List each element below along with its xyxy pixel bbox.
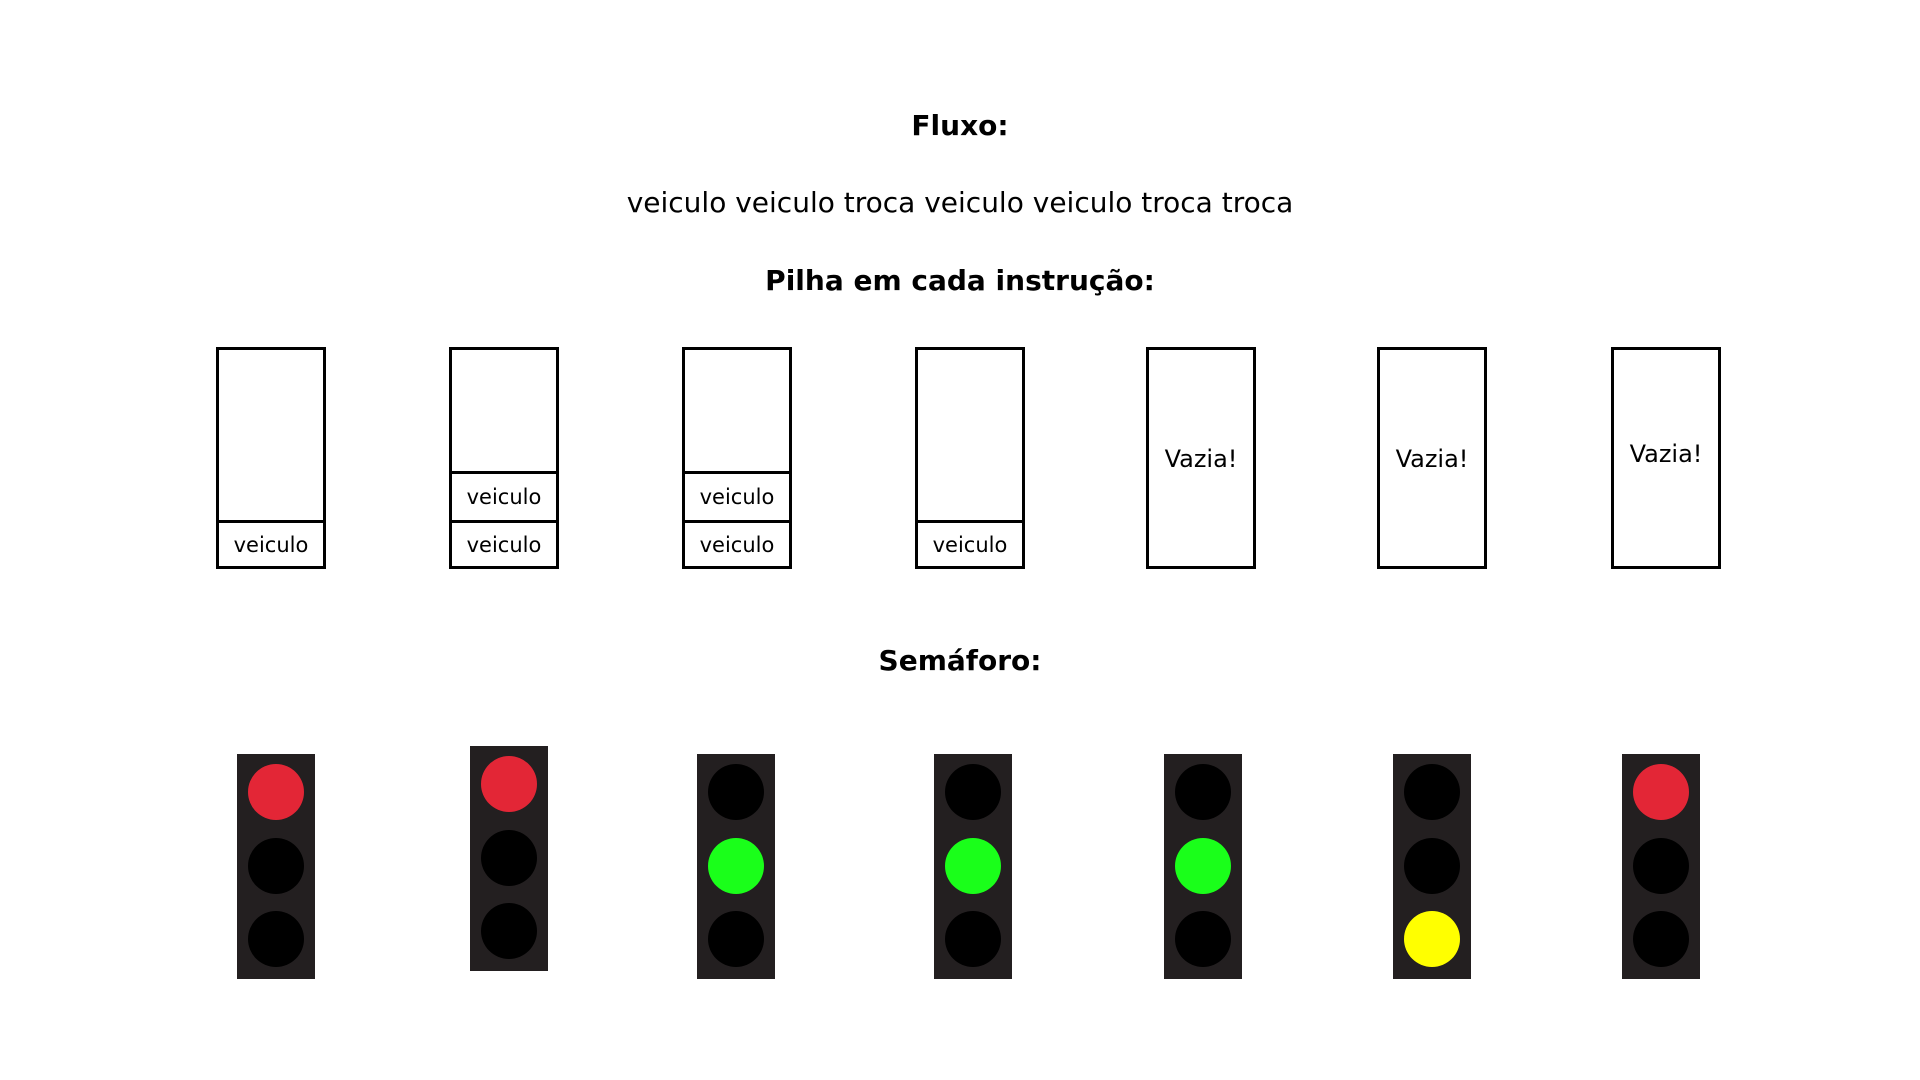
stack-item: veiculo [452,520,556,566]
traffic-light-3 [697,754,775,979]
stack-4: veiculo [915,347,1025,569]
empty-stack-label: Vazia! [1629,440,1703,468]
yellow-lamp [708,911,764,967]
empty-stack-label: Vazia! [1164,445,1238,473]
green-lamp [481,830,537,886]
stack-item: veiculo [452,471,556,520]
yellow-lamp [1633,911,1689,967]
stack-3: veiculo veiculo [682,347,792,569]
traffic-light-5 [1164,754,1242,979]
empty-stack-label: Vazia! [1395,445,1469,473]
yellow-lamp [1404,911,1460,967]
yellow-lamp [945,911,1001,967]
stack-6: Vazia! [1377,347,1487,569]
stack-7: Vazia! [1611,347,1721,569]
green-lamp [708,838,764,894]
stack-item: veiculo [685,520,789,566]
green-lamp [248,838,304,894]
red-lamp [708,764,764,820]
stack-5: Vazia! [1146,347,1256,569]
yellow-lamp [1175,911,1231,967]
red-lamp [945,764,1001,820]
yellow-lamp [481,903,537,959]
traffic-light-4 [934,754,1012,979]
yellow-lamp [248,911,304,967]
red-lamp [1175,764,1231,820]
fluxo-sequence: veiculo veiculo troca veiculo veiculo tr… [626,186,1294,219]
red-lamp [481,756,537,812]
stack-2: veiculo veiculo [449,347,559,569]
traffic-light-7 [1622,754,1700,979]
red-lamp [1633,764,1689,820]
stack-item: veiculo [918,520,1022,566]
stack-1: veiculo [216,347,326,569]
stack-item: veiculo [219,520,323,566]
semaforo-title: Semáforo: [878,644,1042,677]
red-lamp [248,764,304,820]
fluxo-title: Fluxo: [911,109,1009,142]
stack-item: veiculo [685,471,789,520]
green-lamp [945,838,1001,894]
traffic-light-1 [237,754,315,979]
green-lamp [1175,838,1231,894]
green-lamp [1633,838,1689,894]
traffic-light-6 [1393,754,1471,979]
red-lamp [1404,764,1460,820]
traffic-light-2 [470,746,548,971]
pilha-title: Pilha em cada instrução: [765,264,1155,297]
green-lamp [1404,838,1460,894]
